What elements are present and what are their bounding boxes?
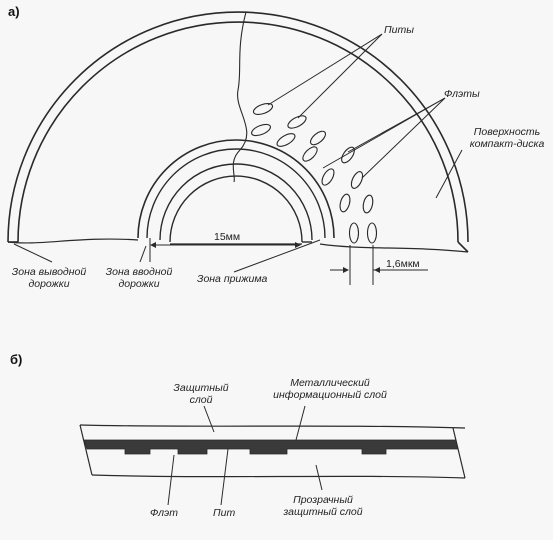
lead-out-label-line1: Зона выводной xyxy=(11,266,87,278)
flat-label: Флэт xyxy=(150,507,178,519)
metal-layer-label: Металлический информационный слой xyxy=(262,377,398,401)
dimension-15mm-label: 15мм xyxy=(214,231,241,243)
pit-ovals xyxy=(251,103,378,244)
pointer-lines xyxy=(13,33,463,273)
pits-label: Питы xyxy=(384,24,414,36)
surface-label-line2: компакт-диска xyxy=(469,138,545,150)
clamp-zone-label: Зона прижима xyxy=(197,273,268,285)
transparent-layer-label-line2: защитный слой xyxy=(283,506,363,518)
disc-inner-rings xyxy=(137,139,335,243)
disc-outer-rim xyxy=(7,11,469,253)
transparent-layer-label-line1: Прозрачный xyxy=(293,494,353,506)
part-b-label: б) xyxy=(10,352,23,367)
metal-layer-label-line1: Металлический xyxy=(290,377,370,389)
protective-layer-label: Защитный слой xyxy=(166,382,236,406)
transparent-layer-label: Прозрачный защитный слой xyxy=(268,494,378,518)
surface-label-line1: Поверхность xyxy=(473,126,541,138)
layer-cross-section xyxy=(79,405,466,506)
part-a-label: а) xyxy=(8,4,20,19)
pit-label: Пит xyxy=(213,507,236,519)
lead-out-label-line2: дорожки xyxy=(28,278,70,290)
protective-layer-label-line1: Защитный xyxy=(173,382,229,394)
metal-layer-label-line2: информационный слой xyxy=(273,389,387,401)
lead-out-label: Зона выводной дорожки xyxy=(8,266,90,290)
lead-in-label-line2: дорожки xyxy=(118,278,160,290)
dimension-16um xyxy=(330,245,428,285)
sector-divider xyxy=(232,11,248,183)
dimension-15mm xyxy=(149,238,301,262)
lead-in-label-line1: Зона вводной xyxy=(105,266,173,278)
dimension-16um-label: 1,6мкм xyxy=(386,258,420,270)
cut-line xyxy=(7,238,469,253)
protective-layer-label-line2: слой xyxy=(189,394,213,406)
lead-in-label: Зона вводной дорожки xyxy=(100,266,178,290)
flats-label: Флэты xyxy=(444,88,480,100)
surface-label: Поверхность компакт-диска xyxy=(462,126,552,150)
